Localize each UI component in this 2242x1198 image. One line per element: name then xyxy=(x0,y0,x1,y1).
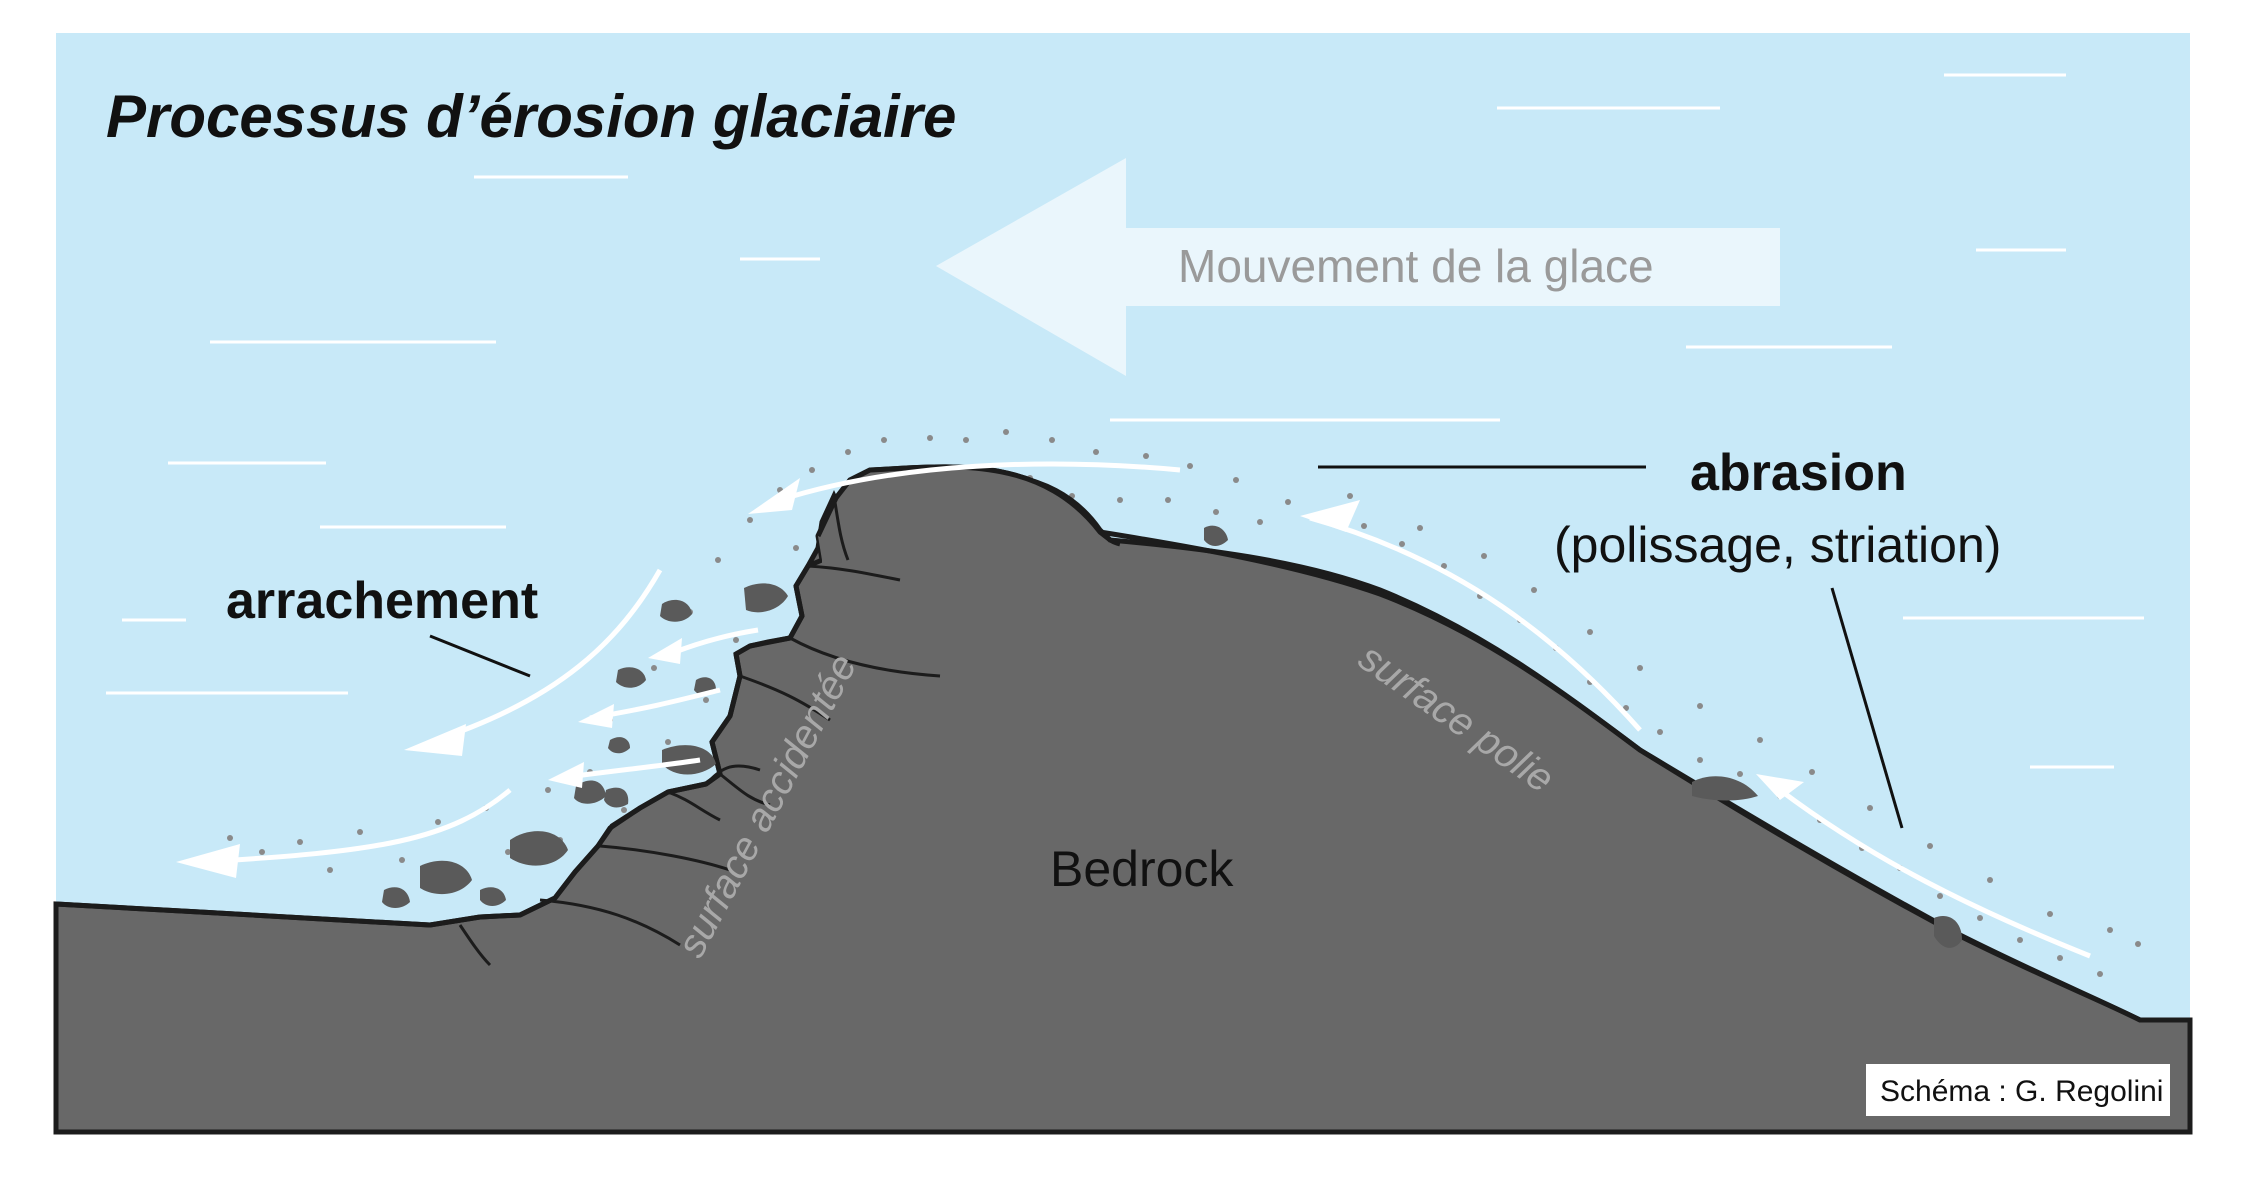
bedrock-label: Bedrock xyxy=(1050,841,1234,897)
ice-flow-arrow-shape xyxy=(936,158,1780,376)
bedrock-fractures xyxy=(458,495,941,967)
plucked-boulders xyxy=(382,525,1962,948)
abrasion-detail-label: (polissage, striation) xyxy=(1554,517,2001,573)
credit-box xyxy=(1866,1064,2170,1116)
bedrock-summit-edge xyxy=(815,464,1121,547)
page-title: Processus d’érosion glaciaire xyxy=(106,83,956,150)
arrachement-leader-line xyxy=(429,634,531,678)
ice-strata-lines xyxy=(106,73,2144,769)
abrasion-label: abrasion xyxy=(1690,444,1907,502)
abrasion-leader-line-bottom xyxy=(1830,587,1904,829)
credit-text: Schéma : G. Regolini xyxy=(1880,1075,2163,1108)
arrachement-label: arrachement xyxy=(226,572,538,630)
bedrock-top-profile xyxy=(55,464,2190,1023)
basal-flow-arrowheads xyxy=(176,478,1804,878)
bedrock-summit-fill xyxy=(818,466,1110,620)
ice-flow-label: Mouvement de la glace xyxy=(1178,240,1654,292)
